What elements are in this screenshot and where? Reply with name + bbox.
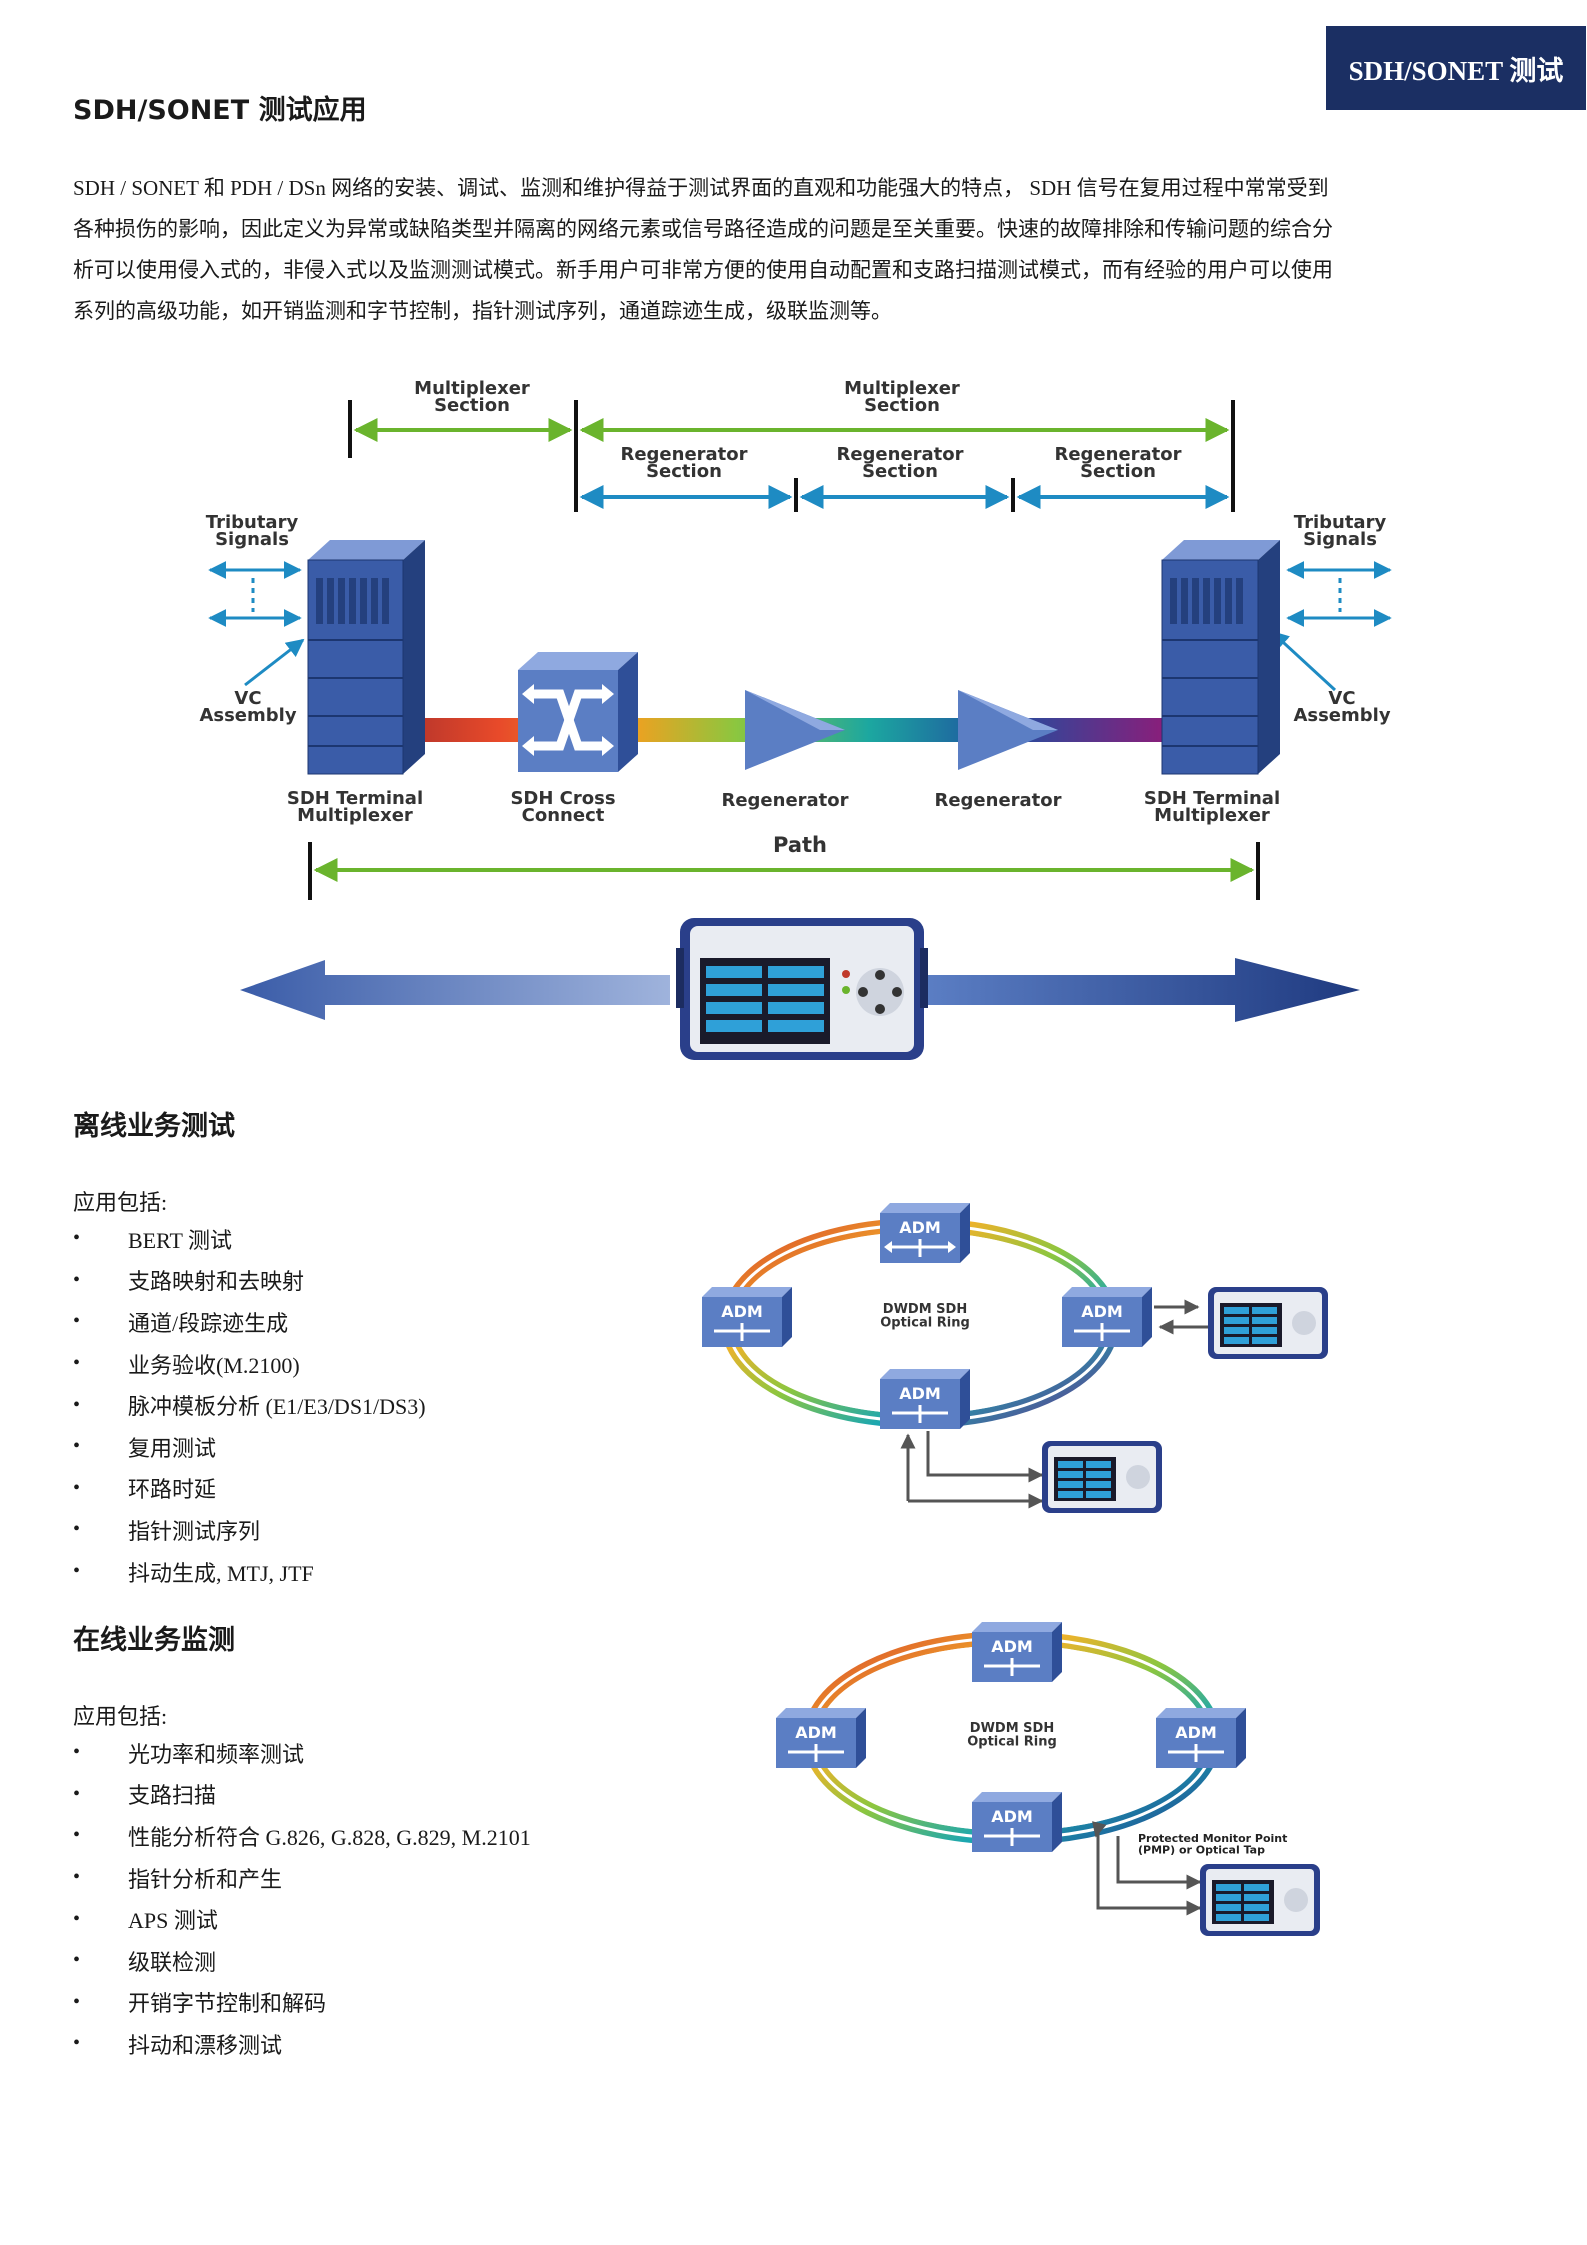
- intro-line: 系列的高级功能，如开销监测和字节控制，指针测试序列，通道踪迹生成，级联监测等。: [73, 299, 892, 323]
- adm-node: ADM: [1156, 1708, 1246, 1768]
- right-arrow: [925, 958, 1360, 1022]
- diagram-label: ADM: [899, 1218, 941, 1237]
- adm-node: ADM: [702, 1287, 792, 1347]
- adm-node: ADM: [972, 1622, 1062, 1682]
- adm-node: ADM: [880, 1203, 970, 1263]
- list-item: •复用测试: [73, 1435, 217, 1461]
- test-device: [1200, 1864, 1320, 1936]
- adm-node: ADM: [1062, 1287, 1152, 1347]
- list-item: •光功率和频率测试: [73, 1741, 305, 1767]
- header-tab: SDH/SONET 测试: [1326, 26, 1586, 110]
- list-item: •业务验收(M.2100): [73, 1352, 300, 1378]
- diagram-label: ADM: [721, 1302, 763, 1321]
- adm-node: ADM: [972, 1792, 1062, 1852]
- diagram-label: ADM: [1175, 1723, 1217, 1742]
- diagram-label: ADM: [899, 1384, 941, 1403]
- intro-line: SDH / SONET 和 PDH / DSn 网络的安装、调试、监测和维护得益…: [73, 176, 1329, 200]
- list-item: •脉冲模板分析 (E1/E3/DS1/DS3): [73, 1393, 426, 1420]
- online-lead: 应用包括:: [73, 1704, 168, 1729]
- diagram-label: ADM: [991, 1637, 1033, 1656]
- list-item: •性能分析符合 G.826, G.828, G.829, M.2101: [73, 1824, 531, 1850]
- intro-paragraph: SDH / SONET 和 PDH / DSn 网络的安装、调试、监测和维护得益…: [73, 168, 1513, 332]
- left-arrow: [240, 960, 670, 1020]
- offline-heading: 离线业务测试: [73, 1111, 235, 1142]
- adm-node: ADM: [880, 1369, 970, 1429]
- list-item: •抖动生成, MTJ, JTF: [73, 1560, 314, 1586]
- regenerator-icon: [958, 690, 1058, 770]
- list-item: •支路映射和去映射: [73, 1268, 305, 1295]
- regenerator-label: Regenerator: [721, 790, 848, 811]
- adm-node: ADM: [776, 1708, 866, 1768]
- diagram-label: ADM: [991, 1807, 1033, 1826]
- offline-list: •BERT 测试 •支路映射和去映射 •通道/段踪迹生成 •业务验收(M.210…: [73, 1218, 426, 1592]
- list-item: •指针分析和产生: [73, 1866, 283, 1892]
- sdh-terminal-mux-right: [1161, 540, 1280, 775]
- test-device: [1208, 1287, 1328, 1359]
- intro-line: 各种损伤的影响，因此定义为异常或缺陷类型并隔离的网络元素或信号路径造成的问题是至…: [73, 217, 1333, 241]
- list-item: •抖动和漂移测试: [73, 2032, 283, 2058]
- diagram-label: ADM: [795, 1723, 837, 1742]
- pmp-label: Protected Monitor Point(PMP) or Optical …: [1138, 1832, 1287, 1857]
- test-device: [676, 918, 928, 1060]
- list-item: •环路时延: [73, 1476, 217, 1503]
- regenerator-label: Regenerator: [934, 790, 1061, 811]
- path-label: Path: [773, 833, 827, 857]
- sdh-terminal-mux-left: [307, 540, 425, 775]
- list-item: •指针测试序列: [73, 1518, 261, 1544]
- list-item: •通道/段踪迹生成: [73, 1310, 289, 1336]
- online-heading: 在线业务监测: [73, 1625, 235, 1656]
- list-item: •BERT 测试: [73, 1227, 233, 1253]
- intro-line: 析可以使用侵入式的，非侵入式以及监测测试模式。新手用户可非常方便的使用自动配置和…: [73, 258, 1333, 282]
- list-item: •APS 测试: [73, 1907, 218, 1934]
- online-list: •光功率和频率测试 •支路扫描 •性能分析符合 G.826, G.828, G.…: [73, 1732, 531, 2065]
- regenerator-icon: [745, 690, 845, 770]
- diagram-label: ADM: [1081, 1302, 1123, 1321]
- sdh-cross-connect: [518, 652, 638, 772]
- list-item: •支路扫描: [73, 1782, 217, 1809]
- page-title: SDH/SONET 测试应用: [73, 95, 367, 126]
- list-item: •开销字节控制和解码: [73, 1990, 327, 2017]
- offline-lead: 应用包括:: [73, 1190, 168, 1215]
- test-device: [1042, 1441, 1162, 1513]
- list-item: •级联检测: [73, 1949, 217, 1975]
